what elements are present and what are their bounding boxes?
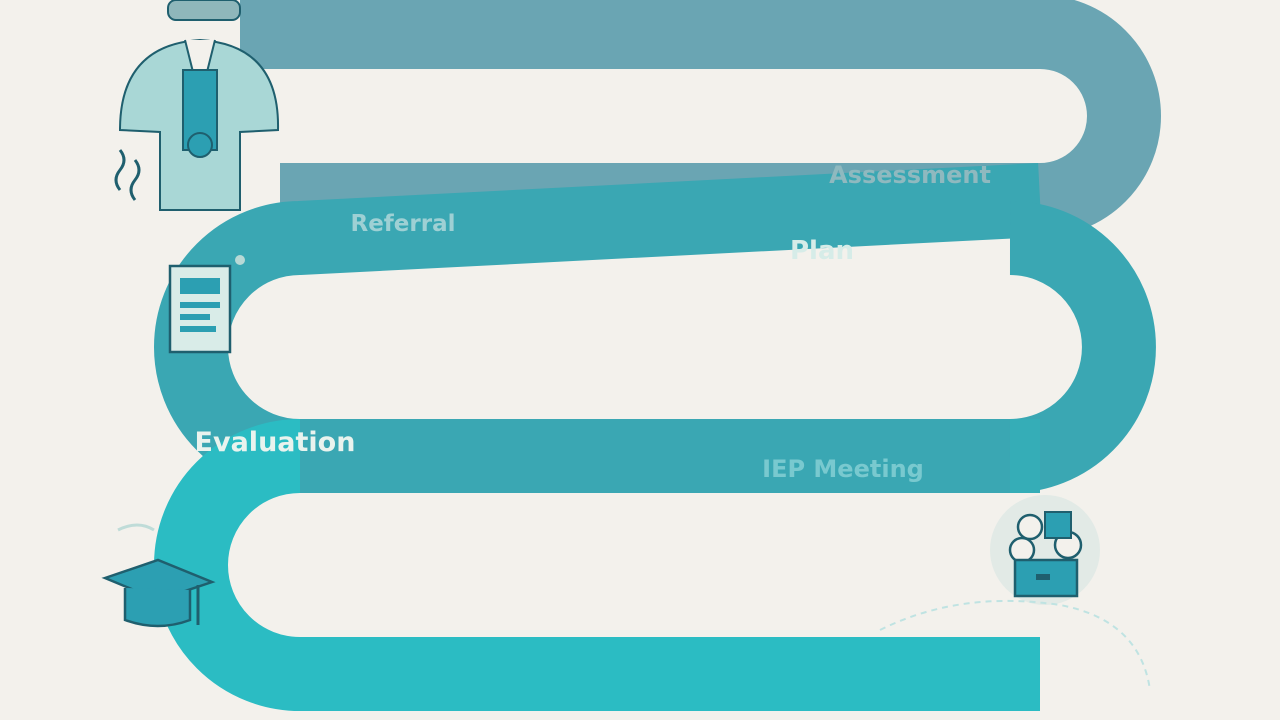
process-path [154, 0, 1161, 711]
path-band-top [240, 0, 1161, 237]
stage-label-assessment: Assessment [829, 161, 991, 189]
stage-label-iep-meeting: IEP Meeting [762, 455, 924, 483]
stage-label-plan: Plan [790, 236, 854, 266]
stage-label-referral: Referral [350, 211, 455, 237]
path-band-middle [154, 163, 1042, 493]
people-meeting-icon [879, 495, 1151, 691]
graduation-cap-icon [101, 523, 216, 628]
path-band-lower [154, 419, 1040, 711]
stage-label-evaluation: Evaluation [195, 427, 356, 458]
doctor-figure-icon [114, 0, 280, 211]
path-band-right-connector [1008, 201, 1156, 493]
clipboard-icon [168, 255, 245, 354]
